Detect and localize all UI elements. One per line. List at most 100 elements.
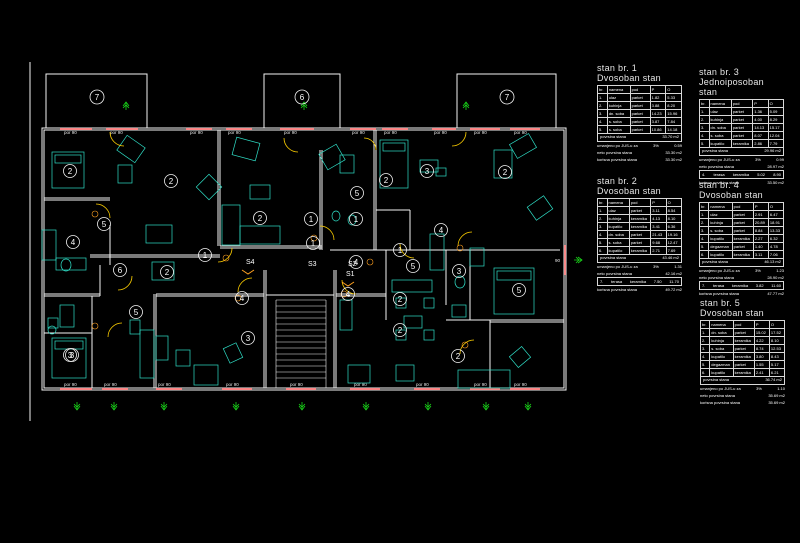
- room-marker: 7: [499, 89, 515, 105]
- note-text: 1.31: [674, 264, 682, 269]
- room-number: 4: [354, 258, 359, 267]
- room-number: 7: [95, 93, 100, 102]
- note-text: korisna povrsina stana: [699, 291, 740, 296]
- table-cell: 8.29: [767, 115, 785, 124]
- table-cell: 1.40: [752, 242, 769, 251]
- note-text: 33.30 m2: [665, 157, 682, 162]
- table-cell: 14.23: [649, 109, 667, 118]
- room-number: 3: [70, 351, 75, 360]
- note-text: korisna povrsina stana: [699, 180, 740, 185]
- table-cell: 1.: [597, 93, 608, 102]
- note-text: 1.10: [777, 386, 785, 391]
- note-text: 42.16 m2: [665, 271, 682, 276]
- note-text: neto povrsina stana: [699, 275, 734, 280]
- table-cell: 4.78: [767, 242, 785, 251]
- room-marker-circle: [349, 255, 363, 269]
- table-cell: s. soba: [708, 226, 733, 235]
- room-marker: 2: [393, 292, 407, 306]
- table-cell: keramika: [732, 368, 755, 377]
- table-cell: keramika: [628, 222, 652, 231]
- room-marker-circle: [393, 323, 407, 337]
- window-label: por 90: [104, 382, 117, 387]
- table-cell: 4.: [698, 234, 710, 243]
- table-cell: 5.: [597, 125, 608, 134]
- table-cell: dn. soba: [606, 230, 630, 239]
- room-marker: 4: [341, 287, 355, 301]
- table-cell: P: [753, 320, 770, 329]
- table-cell: 4.: [699, 131, 710, 140]
- note-text: neto povrsina stana: [699, 164, 734, 169]
- table-cell: 2.: [699, 115, 710, 124]
- note-text: 7.: [702, 283, 706, 288]
- table-cell: P: [752, 99, 769, 108]
- table-cell: 12.04: [767, 131, 785, 140]
- room-marker-circle: [198, 248, 212, 262]
- room-marker-circle: [379, 173, 393, 187]
- table-cell: O: [665, 198, 683, 207]
- table-cell: 5.09: [767, 107, 785, 116]
- room-marker: 1: [198, 248, 212, 262]
- table-cell: pod: [730, 99, 754, 108]
- room-number: 2: [258, 214, 263, 223]
- note-text: neto povrsina stana: [597, 150, 632, 155]
- table-cell: 20.89: [752, 218, 769, 227]
- room-marker: 2: [253, 211, 267, 225]
- room-marker: 5: [350, 186, 364, 200]
- table-cell: 10.86: [649, 125, 667, 134]
- room-marker-circle: [235, 291, 249, 305]
- table-cell: parket: [731, 226, 754, 235]
- room-marker-circle: [406, 259, 420, 273]
- table-cell: P: [649, 85, 667, 94]
- table-cell: 5.: [698, 242, 710, 251]
- table-cell: 2.: [597, 214, 608, 223]
- summary-value: 46.13 m2: [764, 259, 781, 264]
- table-cell: namena: [606, 85, 631, 94]
- table-cell: 2.41: [753, 368, 770, 377]
- table-cell: dn. soba: [709, 328, 734, 337]
- table-cell: 1.36: [752, 107, 769, 116]
- summary-label: povrsina stana: [600, 134, 627, 139]
- room-marker-circle: [241, 331, 255, 345]
- room-marker: 5: [512, 283, 526, 297]
- table-cell: 7.06: [767, 250, 785, 259]
- note-text: korisna povrsina stana: [597, 157, 638, 162]
- window-label: por 90: [64, 382, 77, 387]
- table-cell: 3.11: [650, 206, 667, 215]
- table-cell: 4.: [597, 230, 608, 239]
- table-cell: parket: [731, 242, 754, 251]
- table-cell: 2.71: [650, 246, 667, 255]
- note-text: keramika: [731, 283, 749, 288]
- note-text: keramika: [732, 172, 750, 177]
- walls: [29, 62, 567, 421]
- table-cell: 3.87: [649, 117, 667, 126]
- note-text: 3%: [653, 143, 659, 148]
- table-cell: br.: [597, 198, 608, 207]
- room-number: 5: [102, 220, 107, 229]
- room-number: 3: [425, 167, 430, 176]
- table-title: stan br. 2: [597, 176, 638, 186]
- table-cell: namena: [708, 202, 733, 211]
- table-subtitle: Jednoiposoban stan: [699, 77, 764, 97]
- orange-tags: [91, 210, 469, 349]
- room-marker-circle: [253, 211, 267, 225]
- table-cell: 14.18: [665, 125, 682, 134]
- table-cell: kuhinja: [606, 101, 631, 110]
- table-cell: s. soba: [606, 238, 630, 247]
- table-cell: parket: [629, 101, 651, 110]
- furniture: [41, 133, 554, 389]
